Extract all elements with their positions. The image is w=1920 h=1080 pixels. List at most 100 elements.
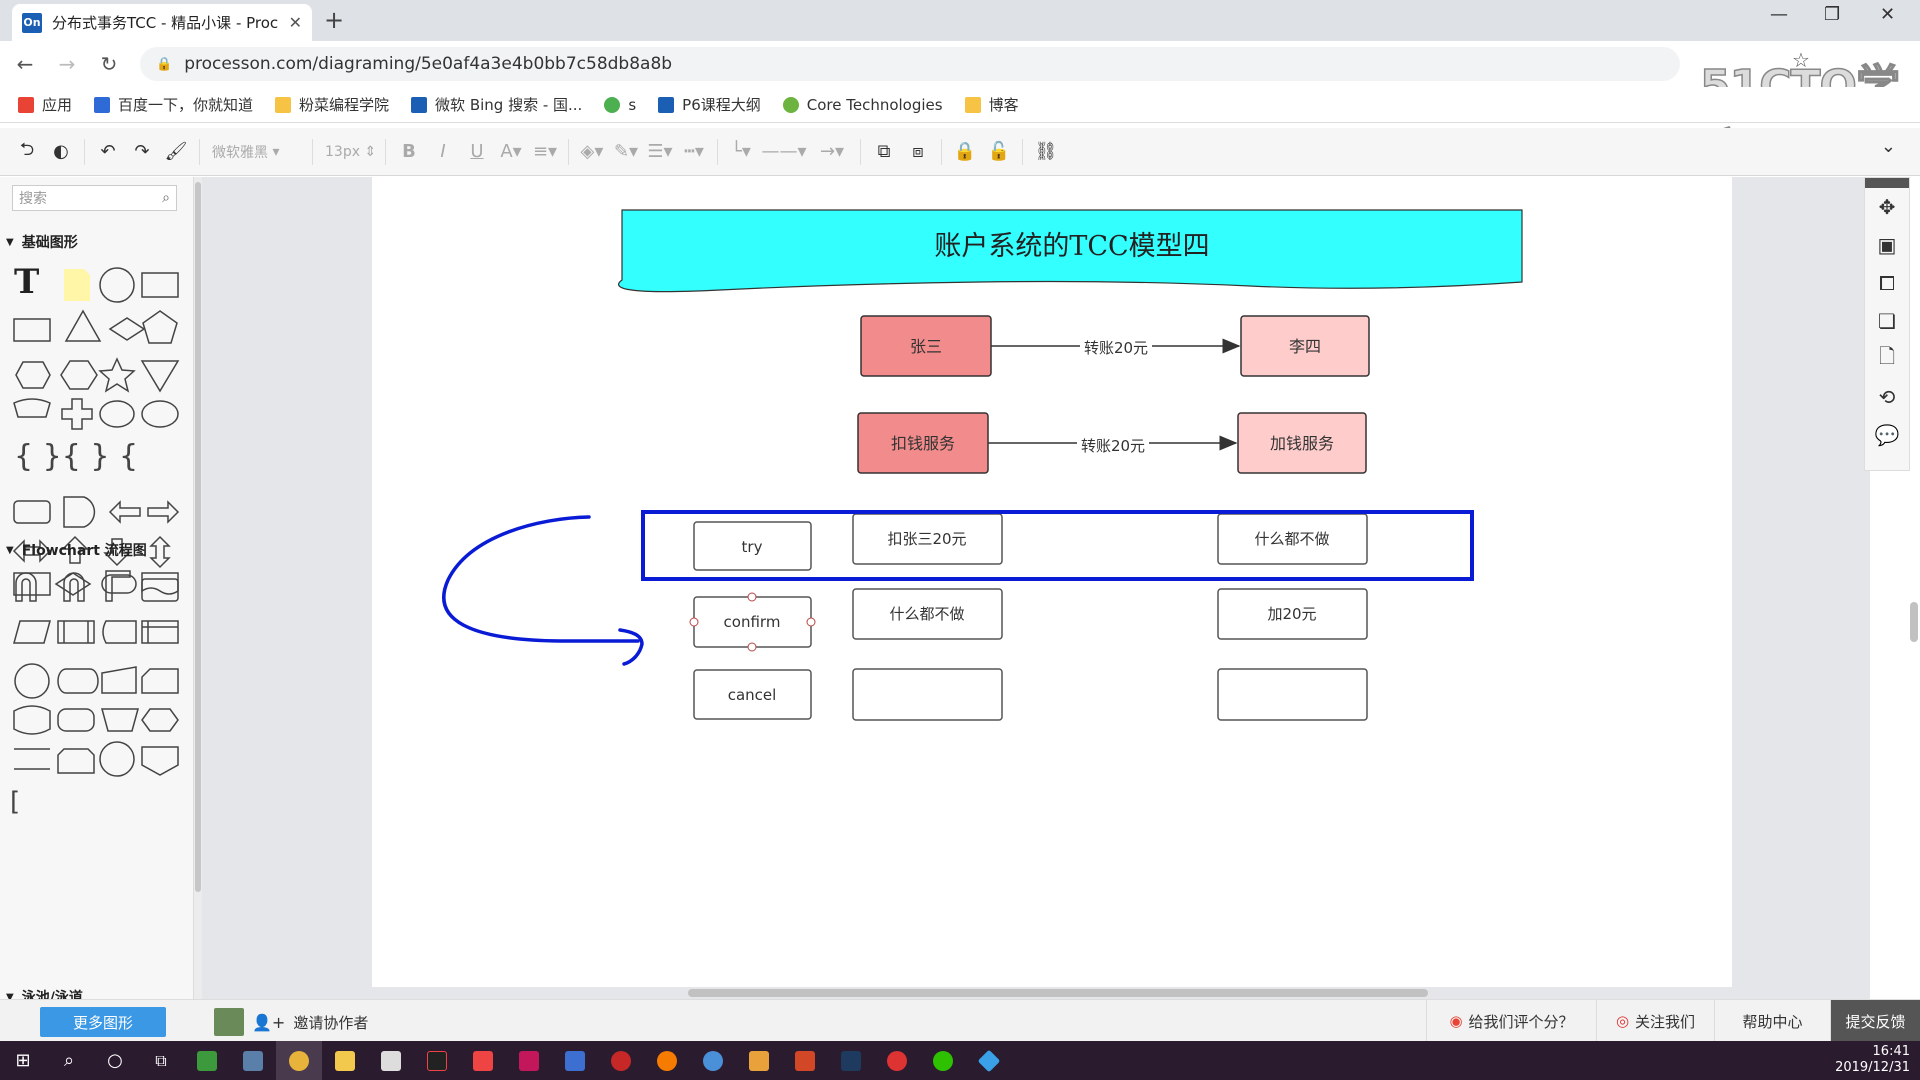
font-family-select[interactable]: 微软雅黑 ▾: [212, 143, 280, 161]
line-style-icon[interactable]: ┅▾: [684, 141, 704, 162]
line-dash-icon[interactable]: ——▾: [761, 141, 807, 162]
taskbar-app-icon[interactable]: [690, 1041, 736, 1080]
bold-icon[interactable]: B: [402, 141, 416, 162]
line-width-icon[interactable]: ☰▾: [647, 141, 673, 162]
taskbar-app-icon[interactable]: [368, 1041, 414, 1080]
restore-icon[interactable]: ❐: [1824, 4, 1841, 25]
phase-cancel-box[interactable]: [693, 669, 812, 720]
follow-us-button[interactable]: ◎关注我们: [1596, 1000, 1714, 1042]
crop-page-icon[interactable]: ⧠: [1879, 271, 1895, 295]
taskbar-app-icon[interactable]: [966, 1041, 1012, 1080]
selection-handle[interactable]: [689, 617, 699, 627]
bookmark-item[interactable]: 百度一下，你就知道: [94, 94, 253, 115]
phase-try-box[interactable]: [693, 521, 812, 571]
selection-handle[interactable]: [747, 592, 757, 602]
submit-feedback-button[interactable]: 提交反馈: [1830, 1000, 1920, 1042]
confirm-left-box[interactable]: [852, 588, 1003, 640]
basic-shapes-icon[interactable]: T { }{ } {: [10, 261, 186, 621]
hand-drawn-arrow[interactable]: [442, 515, 640, 643]
document-icon[interactable]: 🗋: [1878, 344, 1896, 368]
presentation-icon[interactable]: ▣: [1877, 233, 1897, 257]
taskbar-app-icon[interactable]: [460, 1041, 506, 1080]
minimize-icon[interactable]: —: [1770, 4, 1788, 25]
close-window-icon[interactable]: ✕: [1880, 4, 1896, 25]
bracket-shape-icon[interactable]: [: [10, 787, 21, 817]
more-shapes-button[interactable]: 更多图形: [40, 1007, 166, 1037]
bookmark-item[interactable]: 应用: [18, 94, 72, 115]
font-size-stepper[interactable]: 13px ⇕: [325, 143, 377, 160]
browser-tab[interactable]: On 分布式事务TCC - 精品小课 - Proc ✕: [12, 4, 312, 41]
taskbar-app-icon[interactable]: [644, 1041, 690, 1080]
link-icon[interactable]: ⛓: [1034, 141, 1058, 162]
arrow-style-icon[interactable]: →▾: [819, 141, 845, 162]
taskbar-app-icon[interactable]: [414, 1041, 460, 1080]
rate-us-button[interactable]: ◉给我们评个分？: [1426, 1000, 1596, 1042]
collapse-toolbar-icon[interactable]: ⌄: [1880, 136, 1896, 157]
diagram-page[interactable]: [372, 177, 1732, 987]
canvas-horizontal-scrollbar[interactable]: [688, 989, 1428, 997]
connector-type-icon[interactable]: └▾: [731, 141, 751, 162]
selection-handle[interactable]: [747, 642, 757, 652]
chrome-taskbar-icon[interactable]: [276, 1041, 322, 1080]
bookmark-item[interactable]: 微软 Bing 搜索 - 国...: [411, 94, 582, 115]
line-color-icon[interactable]: ✎▾: [613, 141, 639, 162]
back-icon[interactable]: ←: [16, 52, 34, 76]
taskbar-app-icon[interactable]: [552, 1041, 598, 1080]
cancel-right-box[interactable]: [1217, 668, 1368, 721]
font-color-icon[interactable]: A▾: [500, 141, 522, 162]
bring-front-icon[interactable]: ⧉: [877, 141, 891, 162]
history-icon[interactable]: ⟲: [1878, 385, 1896, 409]
taskbar-app-icon[interactable]: [598, 1041, 644, 1080]
canvas-vertical-scrollbar[interactable]: [1910, 602, 1918, 642]
close-tab-icon[interactable]: ✕: [288, 13, 302, 32]
search-icon[interactable]: ⌕: [63, 1050, 75, 1071]
file-explorer-icon[interactable]: [322, 1041, 368, 1080]
wechat-icon[interactable]: [920, 1041, 966, 1080]
forward-icon[interactable]: →: [58, 52, 76, 76]
bookmark-item[interactable]: Core Technologies: [782, 96, 943, 114]
search-icon[interactable]: ⌕: [162, 190, 170, 206]
back-arrow-icon[interactable]: ⮌: [19, 138, 35, 160]
section-partial[interactable]: ▼泳池/泳道: [6, 987, 83, 999]
taskbar-app-icon[interactable]: [736, 1041, 782, 1080]
node-lisi[interactable]: [1240, 315, 1370, 377]
bookmark-star-icon[interactable]: ☆: [1792, 48, 1810, 72]
lock-icon[interactable]: 🔒: [953, 141, 977, 162]
taskbar-app-icon[interactable]: [184, 1041, 230, 1080]
comment-icon[interactable]: 💬: [1874, 423, 1900, 447]
section-flowchart[interactable]: ▼Flowchart 流程图: [6, 540, 147, 560]
pages-icon[interactable]: ❏: [1878, 309, 1896, 333]
navigator-icon[interactable]: ✥: [1878, 195, 1896, 219]
taskbar-app-icon[interactable]: [874, 1041, 920, 1080]
align-icon[interactable]: ≡▾: [532, 141, 558, 162]
intellij-icon[interactable]: [506, 1041, 552, 1080]
powerpoint-icon[interactable]: [782, 1041, 828, 1080]
bookmark-item[interactable]: 粉菜编程学院: [275, 94, 389, 115]
italic-icon[interactable]: I: [440, 141, 446, 162]
format-brush-icon[interactable]: ◐: [53, 141, 69, 162]
unlock-icon[interactable]: 🔓: [987, 141, 1011, 162]
bookmark-item[interactable]: s: [604, 96, 636, 114]
fill-color-icon[interactable]: ◈▾: [580, 141, 604, 162]
task-view-icon[interactable]: ⧉: [155, 1050, 167, 1070]
new-tab-button[interactable]: +: [324, 6, 345, 34]
bookmark-item[interactable]: 博客: [964, 94, 1019, 115]
redo-icon[interactable]: ↷: [134, 141, 150, 162]
confirm-right-box[interactable]: [1217, 588, 1368, 640]
windows-start-icon[interactable]: ⊞: [15, 1050, 31, 1071]
node-add-service[interactable]: [1237, 412, 1367, 474]
invite-collaborator[interactable]: 👤+ 邀请协作者: [214, 1008, 368, 1036]
underline-icon[interactable]: U: [470, 141, 484, 162]
shape-search-input[interactable]: 搜索 ⌕: [12, 185, 177, 211]
reload-icon[interactable]: ↻: [100, 52, 118, 76]
system-clock[interactable]: 16:41 2019/12/31: [1835, 1044, 1910, 1076]
bookmark-item[interactable]: P6课程大纲: [658, 94, 761, 115]
cortana-icon[interactable]: ○: [107, 1050, 123, 1071]
taskbar-app-icon[interactable]: [828, 1041, 874, 1080]
section-basic-shapes[interactable]: ▼基础图形: [6, 232, 78, 252]
cancel-left-box[interactable]: [852, 668, 1003, 721]
selection-handle[interactable]: [806, 617, 816, 627]
title-banner[interactable]: [618, 209, 1523, 293]
paint-format-icon[interactable]: 🖌: [164, 141, 188, 162]
highlight-rectangle[interactable]: [641, 510, 1474, 581]
